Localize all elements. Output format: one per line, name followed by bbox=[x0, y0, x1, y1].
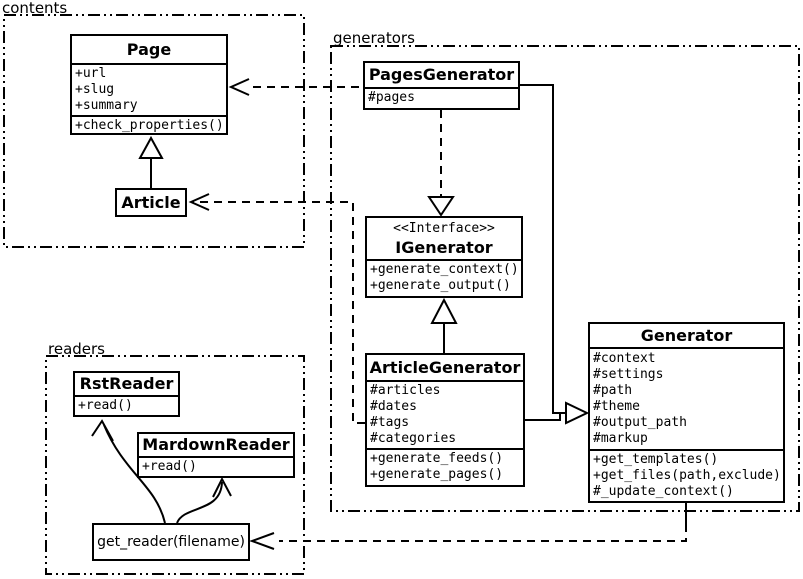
open-arrowhead-mardownreader bbox=[212, 476, 232, 498]
attribute: #path bbox=[593, 383, 633, 398]
method: +generate_pages() bbox=[370, 467, 504, 482]
curve-getreader-to-mardownreader bbox=[176, 481, 223, 524]
attribute: #theme bbox=[593, 399, 640, 414]
inheritance-triangle-generator bbox=[565, 401, 590, 425]
attribute: #pages bbox=[368, 90, 415, 105]
class-page: Page +url +slug +summary +check_properti… bbox=[70, 34, 228, 135]
attribute: #articles bbox=[370, 383, 441, 398]
inheritance-line-articlegenerator-to-generator bbox=[525, 414, 561, 421]
class-page-attributes: +url +slug +summary bbox=[72, 63, 226, 115]
method: +generate_feeds() bbox=[370, 451, 504, 466]
class-igenerator-methods: +generate_context() +generate_output() bbox=[367, 259, 521, 295]
attribute: #output_path bbox=[593, 415, 687, 430]
class-mardownreader-title: MardownReader bbox=[142, 435, 290, 454]
class-generator-methods: +get_templates() +get_files(path,exclude… bbox=[590, 449, 783, 501]
class-article-title: Article bbox=[121, 193, 181, 212]
class-igenerator-title: IGenerator bbox=[395, 238, 493, 257]
realization-triangle-igenerator bbox=[427, 196, 455, 217]
method: +check_properties() bbox=[75, 118, 224, 133]
class-igenerator: <<Interface>> IGenerator +generate_conte… bbox=[365, 216, 523, 298]
class-articlegenerator-methods: +generate_feeds() +generate_pages() bbox=[367, 448, 523, 484]
class-page-methods: +check_properties() bbox=[72, 115, 226, 135]
attribute: #settings bbox=[593, 367, 664, 382]
class-rstreader-title: RstReader bbox=[79, 374, 174, 393]
open-arrowhead-rstreader bbox=[91, 419, 114, 442]
class-rstreader-methods: +read() bbox=[75, 395, 178, 415]
method: +read() bbox=[78, 398, 133, 413]
class-igenerator-titlebox: <<Interface>> IGenerator bbox=[367, 218, 521, 259]
class-pagesgenerator-attributes: #pages bbox=[365, 87, 518, 107]
dependency-line-articlegenerator-to-article bbox=[191, 201, 365, 424]
attribute: +summary bbox=[75, 98, 138, 113]
inheritance-triangle-page bbox=[138, 135, 164, 159]
inheritance-triangle-igenerator bbox=[430, 297, 458, 324]
attribute: #dates bbox=[370, 399, 417, 414]
class-articlegenerator-attributes: #articles #dates #tags #categories bbox=[367, 380, 523, 448]
open-arrowhead-article bbox=[188, 193, 210, 211]
open-arrowhead-getreader bbox=[249, 532, 275, 550]
package-label-generators: generators bbox=[333, 29, 415, 47]
class-rstreader: RstReader +read() bbox=[73, 371, 180, 417]
package-contents-border bbox=[3, 14, 305, 248]
package-label-readers: readers bbox=[48, 340, 105, 358]
class-mardownreader: MardownReader +read() bbox=[137, 432, 295, 478]
attribute: #tags bbox=[370, 415, 410, 430]
method: +get_files(path,exclude) bbox=[593, 468, 781, 483]
attribute: +url bbox=[75, 66, 107, 81]
open-arrowhead-page bbox=[228, 78, 250, 96]
class-pagesgenerator: PagesGenerator #pages bbox=[363, 61, 520, 110]
function-get-reader: get_reader(filename) bbox=[92, 523, 250, 561]
class-pagesgenerator-title: PagesGenerator bbox=[368, 65, 515, 84]
class-page-title: Page bbox=[126, 40, 172, 59]
attribute: #markup bbox=[593, 431, 648, 446]
class-article: Article bbox=[115, 188, 187, 217]
class-articlegenerator: ArticleGenerator #articles #dates #tags … bbox=[365, 353, 525, 487]
inheritance-line-pagesgenerator-to-generator bbox=[519, 84, 566, 414]
class-generator-attributes: #context #settings #path #theme #output_… bbox=[590, 347, 783, 449]
attribute: #context bbox=[593, 351, 656, 366]
package-generators-border bbox=[330, 45, 800, 512]
class-articlegenerator-title: ArticleGenerator bbox=[369, 358, 521, 377]
method: +get_templates() bbox=[593, 452, 719, 467]
class-mardownreader-methods: +read() bbox=[139, 456, 293, 476]
method: +read() bbox=[142, 459, 197, 474]
method: +generate_context() bbox=[370, 262, 519, 277]
dependency-line-generator-to-getreader bbox=[279, 524, 687, 542]
class-generator-title: Generator bbox=[640, 326, 733, 345]
package-readers-border bbox=[45, 355, 305, 575]
attribute: +slug bbox=[75, 82, 115, 97]
class-generator: Generator #context #settings #path #them… bbox=[588, 322, 785, 503]
method: #_update_context() bbox=[593, 484, 734, 499]
attribute: #categories bbox=[370, 431, 457, 446]
package-label-contents: contents bbox=[2, 0, 68, 17]
method: +generate_output() bbox=[370, 278, 511, 293]
class-igenerator-stereotype: <<Interface>> bbox=[393, 221, 495, 236]
